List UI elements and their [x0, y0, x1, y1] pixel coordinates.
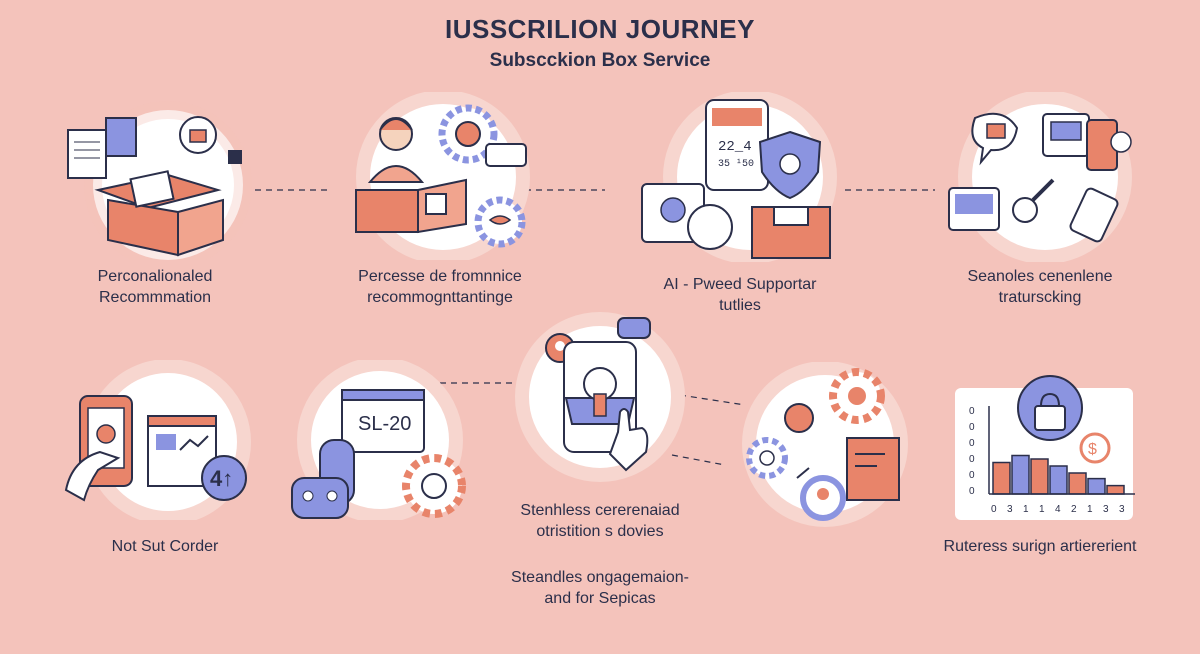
gear-people-icon: [742, 362, 908, 527]
y-tick-labels: 0 0 0 0 0 0: [969, 406, 975, 497]
chart-bar: [1049, 465, 1068, 495]
open-box-icon: [67, 101, 252, 260]
y-tick-label: 0: [969, 486, 975, 497]
x-tick-label: 0: [991, 504, 997, 515]
x-tick-label: 2: [1071, 504, 1077, 515]
svg-text:35 ¹50: 35 ¹50: [718, 159, 754, 170]
stage-label-1: Perconalionaled Recommmation: [97, 268, 213, 306]
page-subtitle: Subscckion Box Service: [489, 50, 711, 71]
y-tick-label: 0: [969, 422, 975, 433]
robot-gear-icon: SL-20: [291, 360, 466, 520]
y-tick-label: 0: [969, 438, 975, 449]
chart-bar: [1011, 454, 1030, 495]
footer-note: Steandles ongagemaion- and for Sepicas: [511, 569, 689, 607]
stage-label-7: Ruteress surign artiererient: [943, 538, 1137, 555]
svg-text:$: $: [1088, 441, 1097, 458]
stage-label-2: Percesse de fromnnice recommognttantinge: [358, 268, 522, 306]
x-tick-label: 1: [1087, 504, 1093, 515]
tracking-devices-icon: [948, 92, 1132, 262]
chart-bar: [1030, 458, 1049, 495]
svg-text:4↑: 4↑: [210, 466, 233, 491]
stage-label-6: Stenhless cererenaiad otristition s dovi…: [520, 502, 680, 540]
person-box-gear-icon: [355, 92, 530, 260]
phone-hand-icon: 4↑: [64, 360, 251, 520]
y-tick-label: 0: [969, 454, 975, 465]
screen-code-text: SL-20: [358, 413, 411, 435]
y-tick-label: 0: [969, 470, 975, 481]
x-tick-label: 3: [1103, 504, 1109, 515]
chart-bars: [992, 454, 1125, 495]
x-tick-label: 3: [1007, 504, 1013, 515]
stage-label-4: Seanoles cenenlene traturscking: [967, 268, 1113, 306]
x-tick-label: 1: [1039, 504, 1045, 515]
chart-bar: [1087, 477, 1106, 495]
svg-text:22_4: 22_4: [718, 139, 752, 155]
x-tick-label: 1: [1023, 504, 1029, 515]
phone-tap-icon: [515, 312, 685, 482]
x-tick-label: 3: [1119, 504, 1125, 515]
stage-label-3: AI - Pweed Supportar tutlies: [663, 276, 817, 314]
chart-bar: [992, 461, 1011, 495]
phone-shield-icon: 22_4 35 ¹50: [641, 92, 837, 262]
chart-bar: [1106, 484, 1125, 495]
x-tick-label: 4: [1055, 504, 1061, 515]
y-tick-label: 0: [969, 406, 975, 417]
stage-label-5: Not Sut Corder: [111, 538, 219, 555]
page-title: IUSSCRILION JOURNEY: [445, 14, 755, 44]
chart-bar: [1068, 472, 1087, 495]
